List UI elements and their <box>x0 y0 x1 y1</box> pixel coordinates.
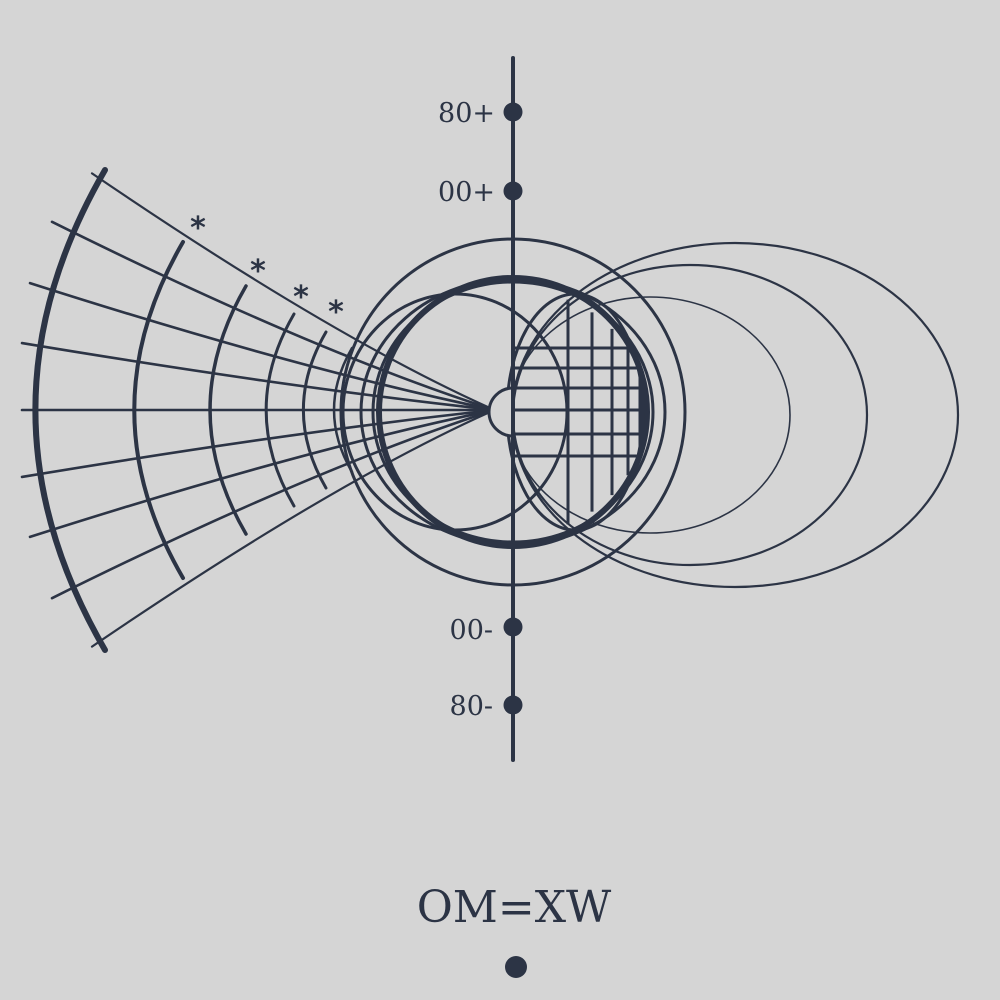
fan-ray <box>20 409 492 479</box>
fan-arc <box>301 330 328 490</box>
star-marks: * * * * <box>190 211 344 330</box>
formula-text: OM=XW <box>417 882 612 933</box>
star-mark: * <box>190 211 206 246</box>
fan-arc <box>264 312 296 508</box>
inner-grid <box>513 299 647 525</box>
tick-label-00-plus: 00+ <box>438 177 495 208</box>
star-mark: * <box>328 295 344 330</box>
fan-grid <box>20 167 492 653</box>
fan-arc <box>332 346 354 474</box>
star-mark: * <box>250 254 266 289</box>
fan-arc <box>208 284 248 536</box>
tick-label-80-minus: 80- <box>450 691 493 722</box>
tick-dot-80-minus <box>503 695 523 715</box>
fan-ray <box>50 220 492 410</box>
star-mark: * <box>293 280 309 315</box>
tick-label-80-plus: 80+ <box>438 98 495 129</box>
fan-ray <box>28 281 492 411</box>
bottom-dot <box>505 956 527 978</box>
fan-arc <box>132 240 185 580</box>
fan-arc <box>32 167 108 653</box>
fan-ray <box>28 409 492 539</box>
tick-dot-80-plus <box>503 102 523 122</box>
fan-ray <box>50 410 492 600</box>
tick-dot-00-minus <box>503 617 523 637</box>
fan-ray <box>90 410 492 648</box>
fan-ray <box>20 341 492 411</box>
hub-semicircle <box>487 386 515 438</box>
fan-ray <box>90 172 492 410</box>
tick-label-00-minus: 00- <box>450 615 493 646</box>
vertical-axis: 80+ 00+ 00- 80- <box>438 56 523 762</box>
tick-dot-00-plus <box>503 181 523 201</box>
